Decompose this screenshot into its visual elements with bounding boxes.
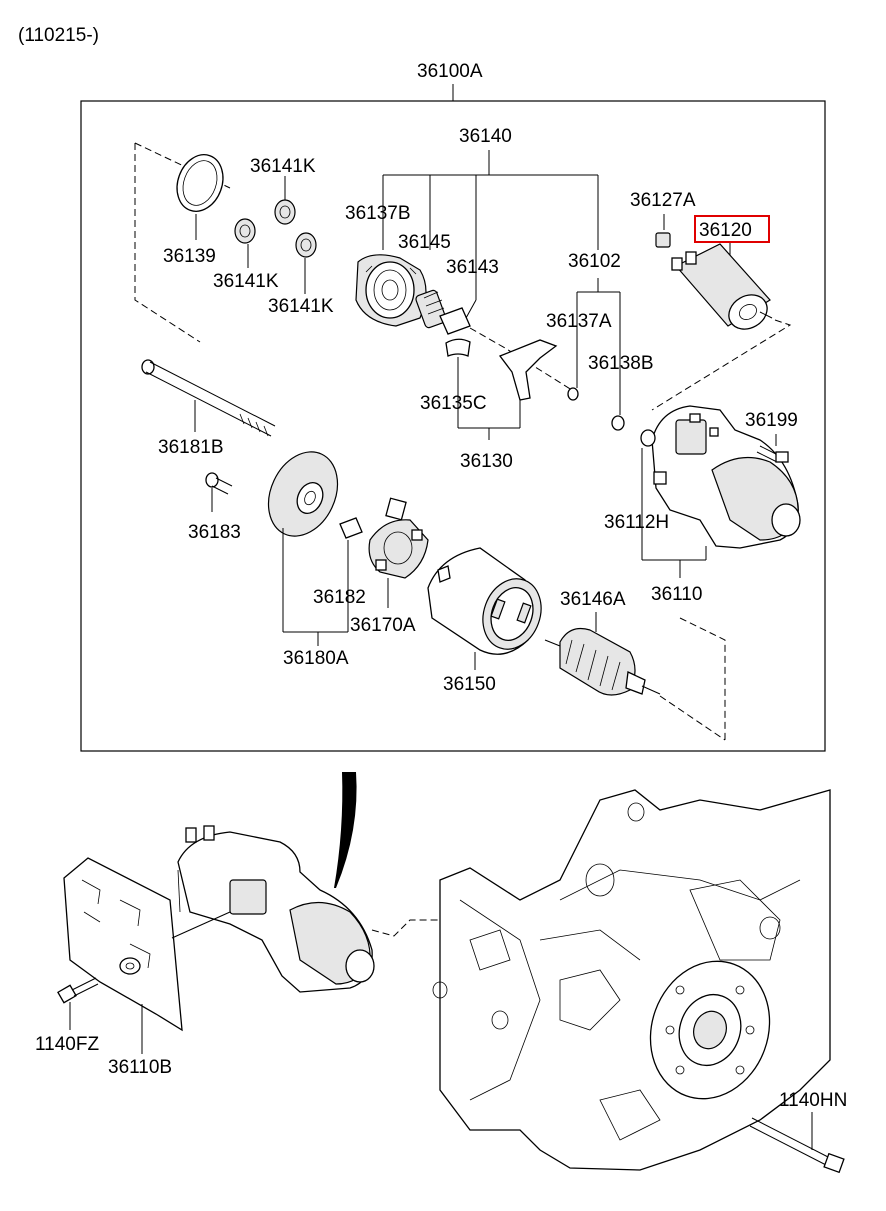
installed-starter[interactable] (177, 825, 375, 993)
label-36110: 36110 (651, 584, 702, 605)
screw-36183[interactable] (205, 472, 233, 495)
washer-36137A[interactable] (567, 387, 579, 401)
planet-gear-36141K-left[interactable] (234, 218, 256, 244)
label-1140HN: 1140HN (779, 1090, 847, 1111)
label-36141K-top: 36141K (250, 156, 316, 177)
armature-36146A[interactable] (544, 627, 661, 696)
label-36145: 36145 (398, 232, 451, 253)
seal-ring-36139[interactable] (169, 148, 230, 218)
installation-arrow (334, 772, 357, 888)
label-36130: 36130 (460, 451, 513, 472)
label-36138B: 36138B (588, 353, 654, 374)
label-36183: 36183 (188, 522, 241, 543)
label-36199: 36199 (745, 410, 798, 431)
label-36182: 36182 (313, 587, 366, 608)
rear-cover-36180A[interactable] (255, 441, 350, 548)
bolt-1140FZ[interactable] (57, 977, 99, 1004)
lever-36135C[interactable] (445, 338, 471, 357)
label-36120[interactable]: 36120 (699, 220, 752, 241)
label-36137B: 36137B (345, 203, 411, 224)
label-36146A: 36146A (560, 589, 626, 610)
highlight-36120 (694, 215, 770, 243)
engine-block (432, 789, 831, 1171)
label-36102: 36102 (568, 251, 621, 272)
label-36139: 36139 (163, 246, 216, 267)
lever-fork[interactable] (498, 339, 558, 401)
label-36140: 36140 (459, 126, 512, 147)
label-36170A: 36170A (350, 615, 416, 636)
gear-housing-36137B[interactable] (355, 254, 427, 327)
label-36141K-right: 36141K (268, 296, 334, 317)
assembly-frame (80, 100, 826, 752)
label-36137A: 36137A (546, 311, 612, 332)
planet-gear-36141K-right[interactable] (295, 232, 317, 258)
label-36127A: 36127A (630, 190, 696, 211)
label-36141K-left: 36141K (213, 271, 279, 292)
assembly-label-36100A: 36100A (417, 61, 483, 82)
bolt-1140HN[interactable] (749, 1117, 845, 1174)
heat-shield-36110B[interactable] (63, 857, 183, 1032)
washer-36138B[interactable] (611, 415, 625, 431)
label-36181B: 36181B (158, 437, 224, 458)
label-36180A: 36180A (283, 648, 349, 669)
nut-36127A[interactable] (655, 232, 671, 248)
bushing-36182[interactable] (339, 517, 363, 539)
label-36135C: 36135C (420, 393, 487, 414)
label-36112H: 36112H (604, 512, 669, 533)
label-36110B: 36110B (108, 1057, 172, 1078)
revision-note: (110215-) (18, 25, 99, 46)
solenoid-36120[interactable] (671, 243, 773, 336)
starter-housing-36110[interactable] (640, 405, 801, 549)
brush-holder-36170A[interactable] (368, 497, 429, 579)
bolt-36199[interactable] (756, 445, 789, 463)
yoke-36150[interactable] (427, 547, 551, 657)
pinion-36145[interactable] (415, 289, 447, 329)
label-36150: 36150 (443, 674, 496, 695)
through-bolt-36181B[interactable] (141, 359, 276, 437)
label-36143: 36143 (446, 257, 499, 278)
label-1140FZ: 1140FZ (35, 1034, 99, 1055)
planet-gear-36141K-top[interactable] (274, 199, 296, 225)
shaft-36143[interactable] (439, 299, 477, 335)
